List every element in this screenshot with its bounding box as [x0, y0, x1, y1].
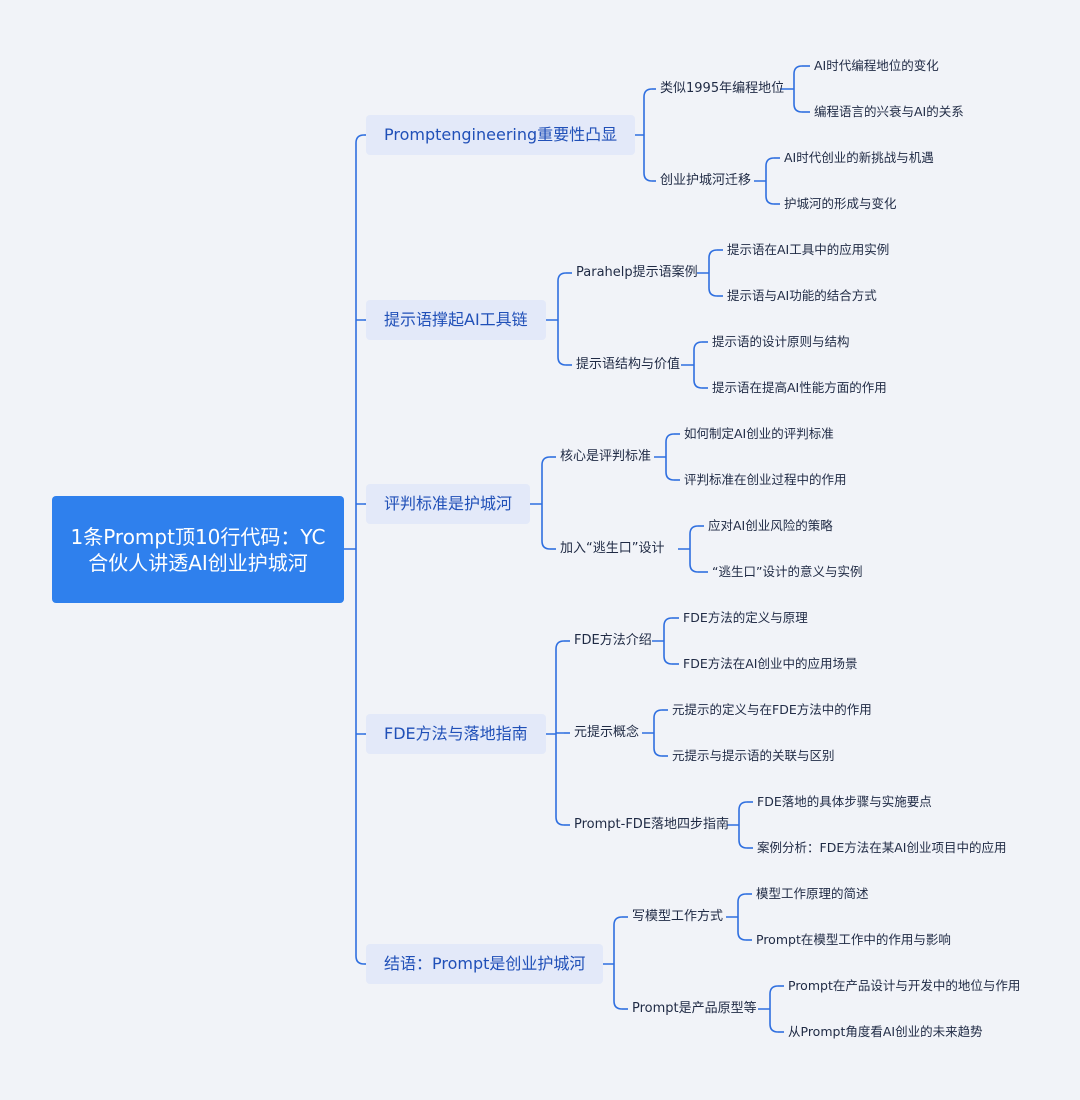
sub-2-1-connector: [678, 525, 708, 573]
leaf-node[interactable]: 元提示的定义与在FDE方法中的作用: [672, 702, 872, 717]
leaf-node[interactable]: “逃生口”设计的意义与实例: [712, 564, 863, 579]
sub-1-1-connector-path: [681, 341, 703, 389]
sub-1-0-connector-path: [697, 249, 718, 297]
subtopic-node[interactable]: 创业护城河迁移: [660, 173, 752, 188]
leaf-node[interactable]: 评判标准在创业过程中的作用: [684, 472, 847, 487]
root-connector-path: [344, 134, 365, 965]
leaf-node[interactable]: Prompt在产品设计与开发中的地位与作用: [788, 978, 1021, 993]
leaf-node[interactable]: 编程语言的兴衰与AI的关系: [814, 104, 964, 119]
branch-node[interactable]: Promptengineering重要性凸显: [366, 115, 636, 155]
subtopic-node[interactable]: Parahelp提示语案例: [576, 265, 698, 280]
sub-3-2-connector: [727, 801, 753, 849]
subtopic-node[interactable]: 类似1995年编程地位: [660, 81, 785, 96]
sub-3-0-connector-path: [652, 617, 673, 665]
leaf-node[interactable]: AI时代创业的新挑战与机遇: [784, 150, 934, 165]
branch-1-connector: [546, 272, 572, 366]
sub-2-1-connector-path: [678, 525, 699, 573]
branch-3-connector: [544, 640, 570, 826]
leaf-node[interactable]: Prompt在模型工作中的作用与影响: [756, 932, 951, 947]
subtopic-node[interactable]: 写模型工作方式: [632, 909, 724, 924]
leaf-node[interactable]: 如何制定AI创业的评判标准: [684, 426, 834, 441]
sub-1-1-connector: [681, 341, 708, 389]
leaf-node[interactable]: 提示语在AI工具中的应用实例: [727, 242, 890, 257]
sub-3-2-connector-path: [727, 801, 748, 849]
sub-3-0-connector: [652, 617, 679, 665]
leaf-node[interactable]: 应对AI创业风险的策略: [708, 518, 833, 533]
leaf-node[interactable]: AI时代编程地位的变化: [814, 58, 939, 73]
sub-4-1-connector: [758, 985, 784, 1033]
leaf-node[interactable]: 模型工作原理的简述: [756, 886, 869, 901]
subtopic-node[interactable]: Prompt-FDE落地四步指南: [574, 817, 730, 832]
branch-2-connector-path: [528, 456, 551, 550]
leaf-node[interactable]: 元提示与提示语的关联与区别: [672, 748, 835, 763]
root-node[interactable]: 1条Prompt顶10行代码：YC合伙人讲透AI创业护城河: [52, 496, 344, 603]
sub-4-1-connector-path: [758, 985, 779, 1033]
subtopic-node[interactable]: 加入“逃生口”设计: [560, 541, 665, 556]
branch-2-connector: [528, 456, 556, 550]
leaf-node[interactable]: 护城河的形成与变化: [784, 196, 897, 211]
subtopic-node[interactable]: 元提示概念: [574, 725, 640, 740]
subtopic-node[interactable]: 提示语结构与价值: [576, 357, 681, 372]
leaf-node[interactable]: 提示语在提高AI性能方面的作用: [712, 380, 887, 395]
root-connector: [344, 134, 366, 965]
sub-2-0-connector: [654, 433, 680, 481]
branch-node[interactable]: 结语：Prompt是创业护城河: [366, 944, 604, 984]
sub-3-1-connector: [642, 709, 668, 757]
sub-0-1-connector-path: [754, 157, 775, 205]
leaf-node[interactable]: 提示语的设计原则与结构: [712, 334, 850, 349]
branch-4-connector: [602, 916, 628, 1010]
leaf-node[interactable]: FDE方法在AI创业中的应用场景: [683, 656, 858, 671]
sub-4-0-connector-path: [726, 893, 747, 941]
leaf-node[interactable]: FDE方法的定义与原理: [683, 610, 808, 625]
branch-1-connector-path: [546, 272, 567, 366]
subtopic-node[interactable]: Prompt是产品原型等: [632, 1001, 757, 1016]
subtopic-node[interactable]: FDE方法介绍: [574, 633, 652, 648]
leaf-node[interactable]: FDE落地的具体步骤与实施要点: [757, 794, 932, 809]
sub-4-0-connector: [726, 893, 752, 941]
sub-0-0-connector-path: [780, 65, 803, 113]
branch-node[interactable]: 评判标准是护城河: [366, 484, 531, 524]
branch-node[interactable]: FDE方法与落地指南: [366, 714, 546, 754]
leaf-node[interactable]: 提示语与AI功能的结合方式: [727, 288, 877, 303]
sub-1-0-connector: [697, 249, 723, 297]
branch-3-connector-path: [544, 640, 565, 826]
branch-4-connector-path: [602, 916, 623, 1010]
leaf-node[interactable]: 案例分析：FDE方法在某AI创业项目中的应用: [757, 840, 1007, 855]
sub-3-1-connector-path: [642, 709, 663, 757]
subtopic-node[interactable]: 核心是评判标准: [560, 449, 652, 464]
branch-node[interactable]: 提示语撑起AI工具链: [366, 300, 546, 340]
sub-0-0-connector: [780, 65, 810, 113]
branch-0-connector: [632, 88, 656, 182]
sub-2-0-connector-path: [654, 433, 675, 481]
leaf-node[interactable]: 从Prompt角度看AI创业的未来趋势: [788, 1024, 983, 1039]
sub-0-1-connector: [754, 157, 780, 205]
